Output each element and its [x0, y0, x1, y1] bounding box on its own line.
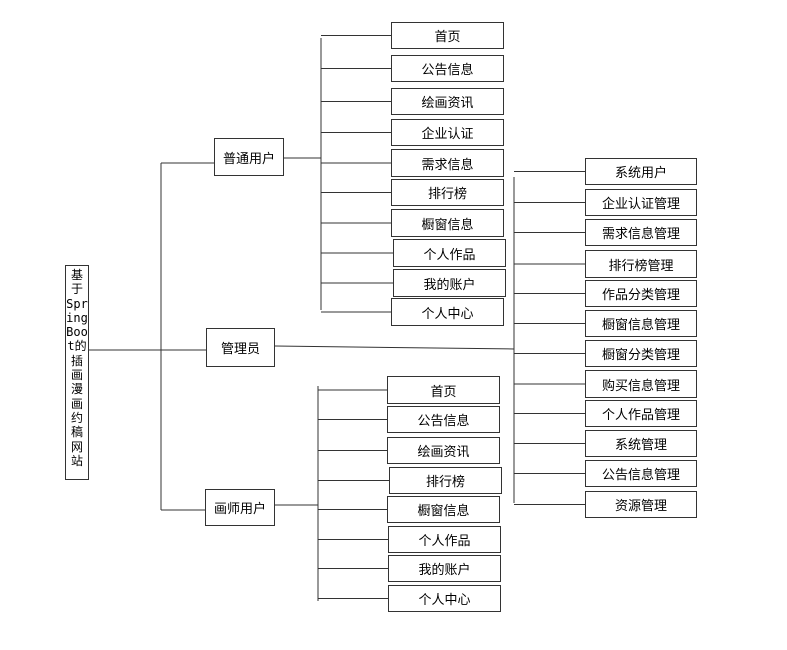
- root-label-line: 画: [70, 368, 83, 383]
- admin-function-item: 个人作品管理: [585, 400, 697, 427]
- root-label-line: 插: [70, 353, 83, 368]
- admin-function-item: 公告信息管理: [585, 460, 697, 487]
- user-function-item: 我的账户: [393, 269, 506, 297]
- role-node-admin: 管理员: [206, 328, 275, 367]
- admin-function-item: 作品分类管理: [585, 280, 697, 307]
- admin-function-item: 橱窗信息管理: [585, 310, 697, 337]
- admin-function-item: 资源管理: [585, 491, 697, 518]
- user-function-item: 橱窗信息: [391, 209, 504, 237]
- role-node-user: 普通用户: [214, 138, 284, 176]
- user-function-item: 个人中心: [391, 298, 504, 326]
- admin-function-item: 系统用户: [585, 158, 697, 185]
- role-node-artist: 画师用户: [205, 489, 275, 526]
- admin-function-item: 需求信息管理: [585, 219, 697, 246]
- artist-function-item: 绘画资讯: [387, 437, 500, 464]
- root-label-line: 基: [70, 268, 83, 282]
- root-label-line: 网: [70, 439, 83, 454]
- user-function-item: 排行榜: [391, 179, 504, 206]
- root-label-line: 站: [70, 453, 83, 468]
- root-label-line: 于: [70, 282, 83, 297]
- admin-function-item: 橱窗分类管理: [585, 340, 697, 367]
- root-label-line: 漫: [70, 382, 83, 397]
- user-function-item: 绘画资讯: [391, 88, 504, 115]
- admin-function-item: 企业认证管理: [585, 189, 697, 216]
- root-label-line: 约: [70, 410, 83, 425]
- user-function-item: 个人作品: [393, 239, 506, 267]
- root-label-line: 稿: [70, 425, 83, 440]
- admin-branch-line: [274, 345, 515, 350]
- artist-function-item: 个人作品: [388, 526, 501, 553]
- artist-function-item: 橱窗信息: [387, 496, 500, 523]
- user-function-item: 首页: [391, 22, 504, 49]
- root-label-line: 画: [70, 396, 83, 411]
- root-label-line: t的: [67, 339, 87, 354]
- user-function-item: 需求信息: [391, 149, 504, 177]
- artist-function-item: 个人中心: [388, 585, 501, 612]
- admin-function-item: 购买信息管理: [585, 370, 697, 398]
- artist-function-item: 我的账户: [388, 555, 501, 582]
- user-function-item: 公告信息: [391, 55, 504, 82]
- admin-function-item: 排行榜管理: [585, 250, 697, 278]
- admin-function-item: 系统管理: [585, 430, 697, 457]
- artist-function-item: 排行榜: [389, 467, 502, 494]
- artist-function-item: 首页: [387, 376, 500, 404]
- user-function-item: 企业认证: [391, 119, 504, 146]
- artist-function-item: 公告信息: [387, 406, 500, 433]
- root-label-line: ing: [66, 310, 88, 325]
- root-label-line: Boo: [66, 325, 88, 340]
- root-label-line: Spr: [66, 296, 88, 311]
